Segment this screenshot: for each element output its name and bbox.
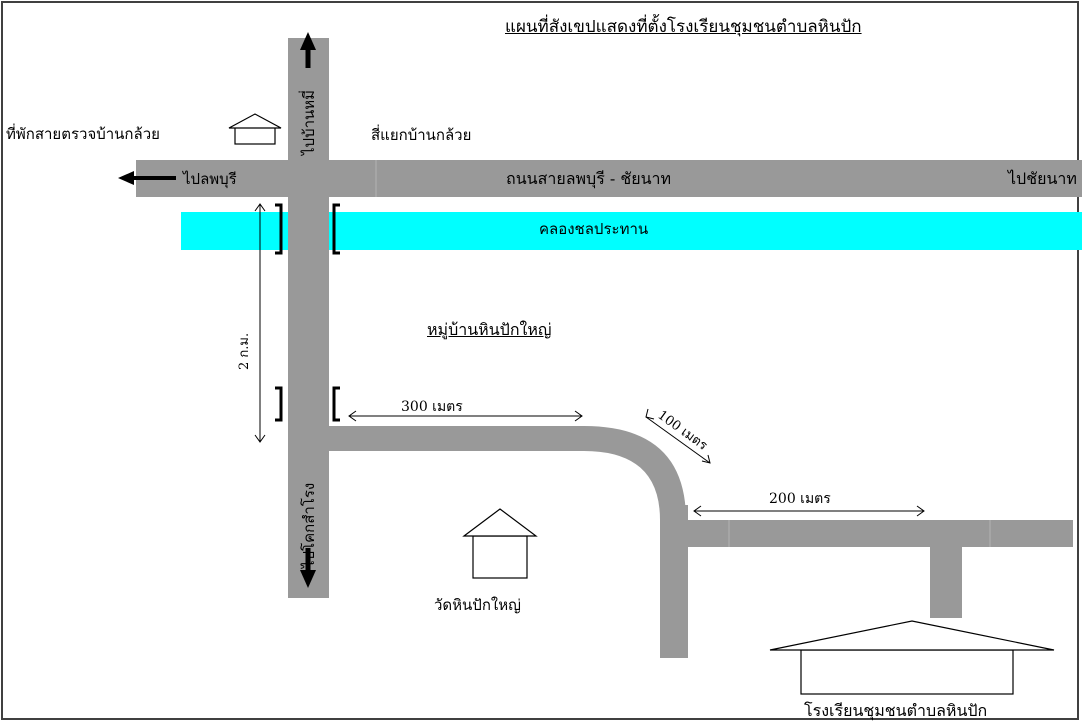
highway-label: ถนนสายลพบุรี - ชัยนาท bbox=[506, 169, 672, 188]
to-lopburi-label: ไปลพบุรี bbox=[183, 170, 237, 188]
to-north-label: ไปบ้านหมี่ bbox=[300, 89, 318, 155]
distance-2km-label: 2 ก.ม. bbox=[237, 332, 252, 370]
dimension-300m bbox=[348, 410, 583, 422]
bridge-mark-left bbox=[275, 203, 283, 255]
school-label: โรงเรียนชุมชนตำบลหินปัก bbox=[804, 701, 988, 720]
to-chainat-label: ไปชัยนาท bbox=[1008, 169, 1077, 188]
temple-label: วัดหินปักใหญ่ bbox=[434, 596, 521, 614]
junction-mark-right bbox=[332, 386, 340, 422]
junction-mark-left bbox=[275, 386, 283, 422]
dimension-100m bbox=[645, 408, 711, 464]
bridge-mark-right bbox=[332, 203, 340, 255]
intersection-label: สี่แยกบ้านกล้วย bbox=[371, 126, 472, 144]
village-label: หมู่บ้านหินปักใหญ่ bbox=[427, 320, 552, 339]
distance-200m-label: 200 เมตร bbox=[769, 491, 831, 507]
canal bbox=[181, 212, 1082, 250]
school-road bbox=[688, 520, 1073, 547]
village-road bbox=[329, 426, 584, 451]
canal-label: คลองชลประทาน bbox=[539, 220, 649, 238]
dimension-200m bbox=[693, 505, 925, 517]
to-south-label: ไปโคกสำโรง bbox=[300, 482, 318, 568]
dimension-2km bbox=[254, 203, 266, 443]
north-south-road bbox=[288, 38, 329, 598]
map-title: แผนที่สังเขปแสดงที่ตั้งโรงเรียนชุมชนตำบล… bbox=[505, 17, 862, 37]
distance-300m-label: 300 เมตร bbox=[401, 399, 463, 415]
arrow-west-icon bbox=[118, 171, 176, 185]
checkpoint-house-icon bbox=[228, 113, 282, 145]
arrow-south-icon bbox=[300, 548, 316, 588]
dead-end-road bbox=[660, 505, 688, 658]
curved-road bbox=[584, 426, 686, 520]
temple-house-icon bbox=[462, 508, 538, 579]
school-building-icon bbox=[769, 620, 1055, 695]
school-spur bbox=[930, 545, 962, 618]
arrow-north-icon bbox=[300, 32, 316, 68]
checkpoint-label: ที่พักสายตรวจบ้านกล้วย bbox=[6, 125, 160, 143]
